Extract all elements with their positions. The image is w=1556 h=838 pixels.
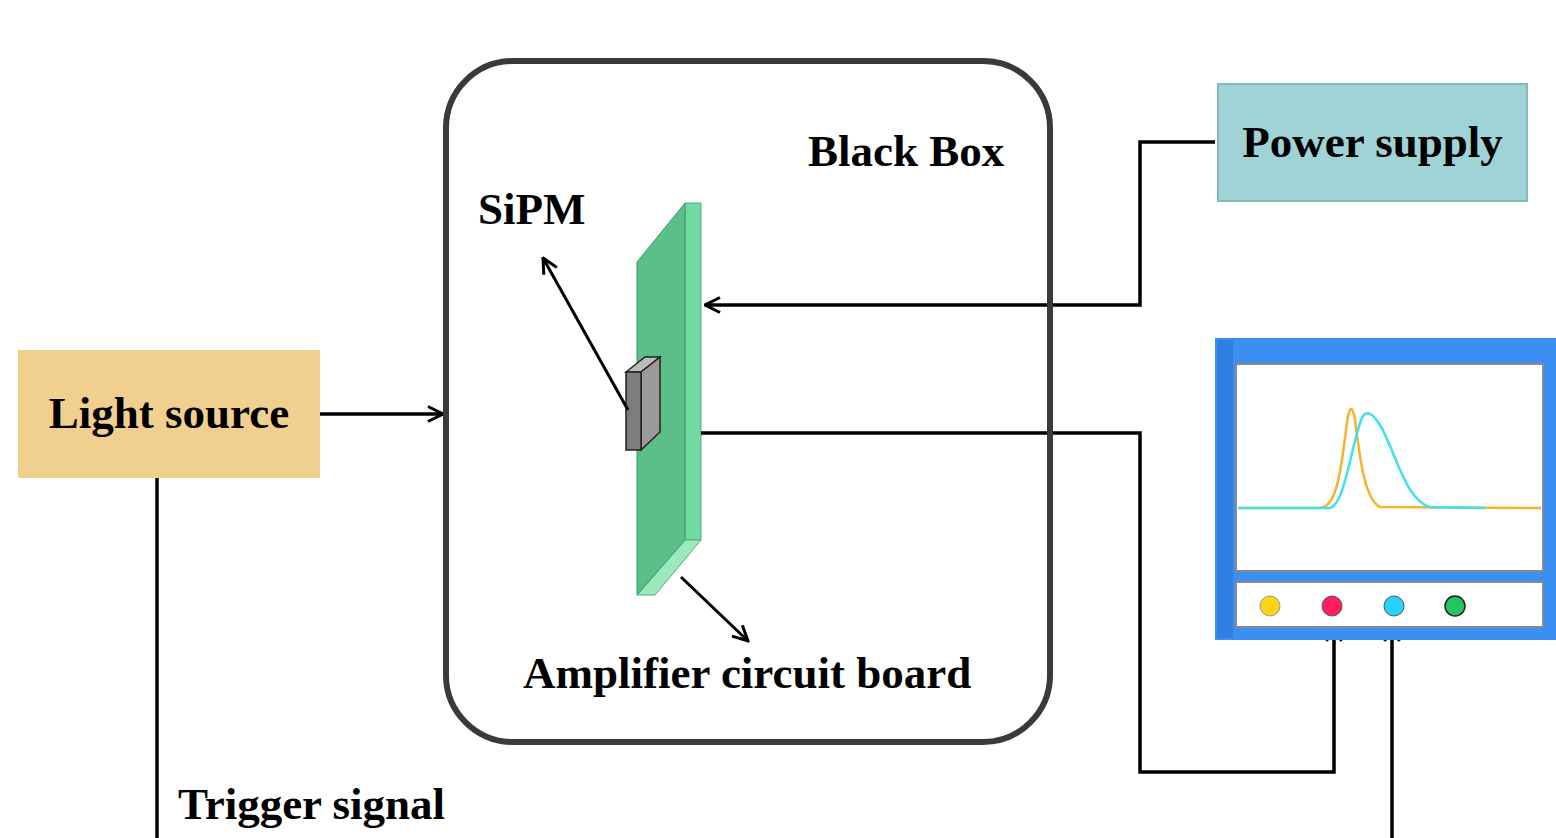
component-label: Amplifier circuit board <box>523 650 971 697</box>
arrow-connector <box>320 412 443 416</box>
trigger-wire <box>1390 626 1394 838</box>
node-text: Light source <box>49 390 289 437</box>
signal-label: Trigger signal <box>178 781 445 828</box>
circuit-board <box>637 203 701 595</box>
node-text: Power supply <box>1242 119 1502 166</box>
sipm-chip <box>626 357 660 450</box>
component-label: SiPM <box>478 186 586 233</box>
leader-line <box>543 258 628 410</box>
power-supply-box: Power supply <box>1217 83 1528 202</box>
light-source-box: Light source <box>18 350 320 478</box>
trigger-wire <box>155 478 159 838</box>
black-box: Black Box <box>443 58 1053 745</box>
leader-line <box>681 577 748 641</box>
oscilloscope <box>1215 338 1556 640</box>
node-text: Black Box <box>808 128 1004 175</box>
